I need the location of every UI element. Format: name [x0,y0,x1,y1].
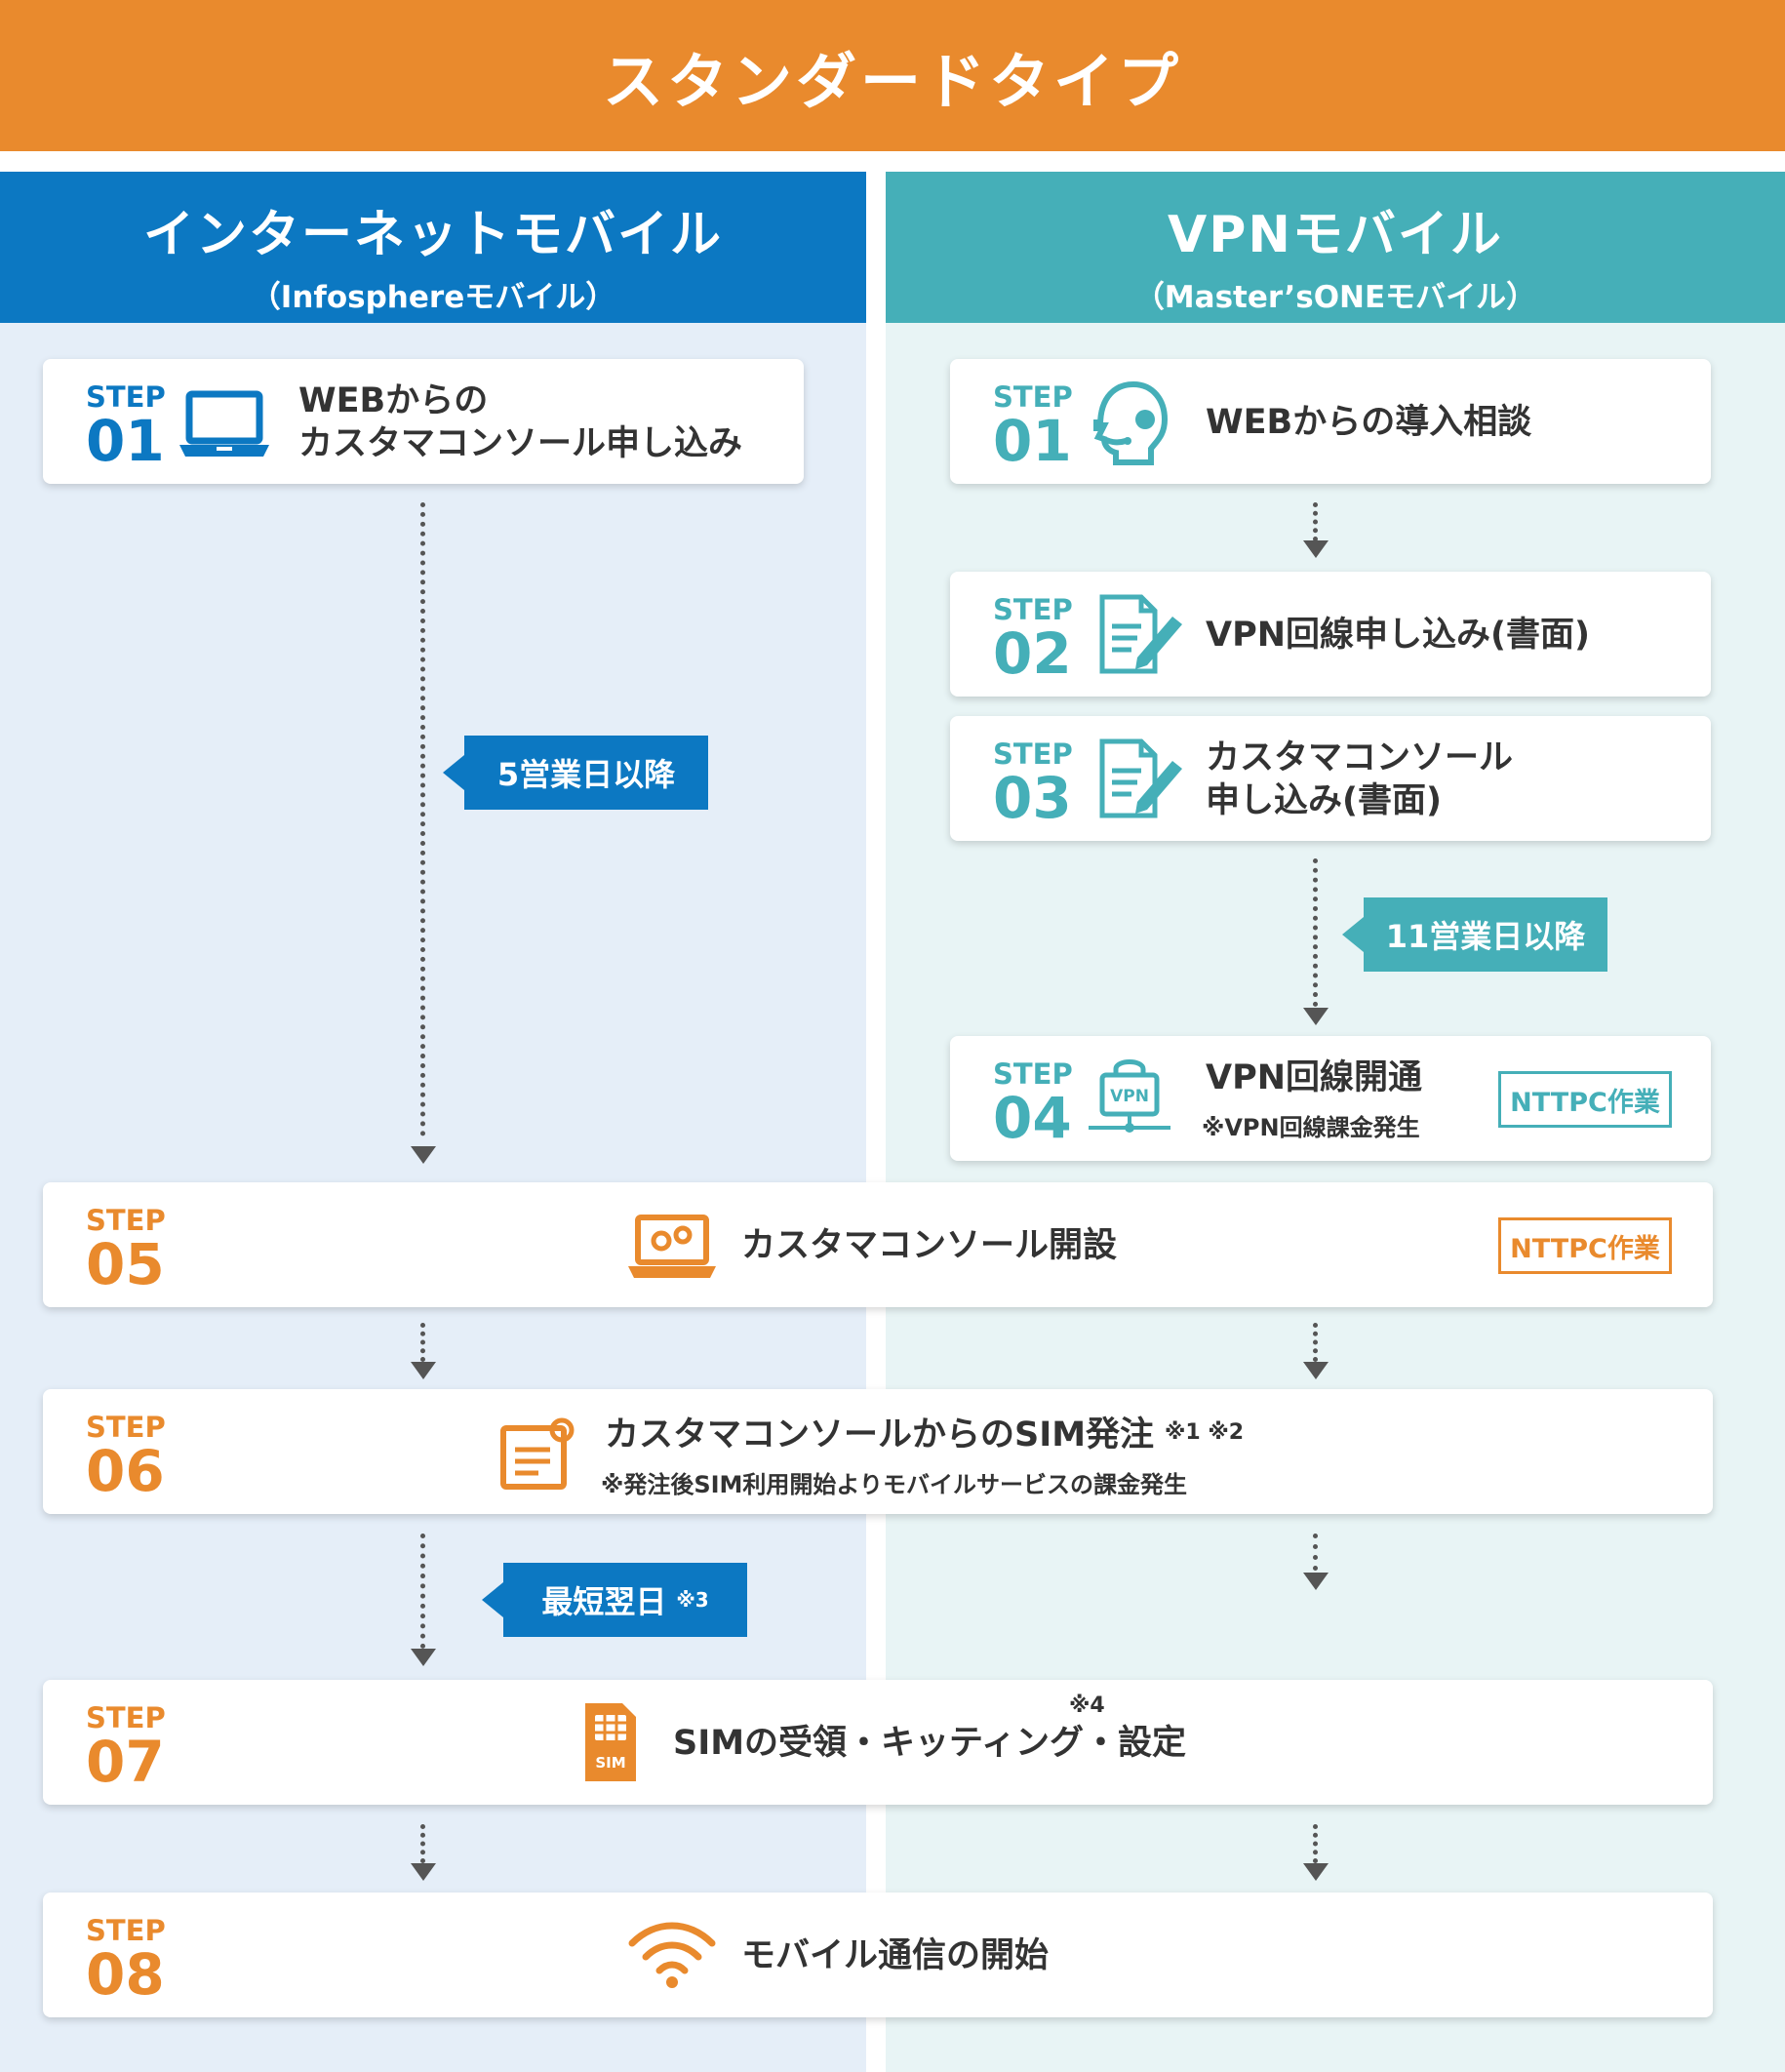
step-number: 08 [86,1941,165,2008]
left-column-title: インターネットモバイル [142,206,723,264]
step-text-line2: カスタマコンソール申し込み [298,424,743,463]
step-label: STEP [993,380,1073,414]
step-text-line1: カスタマコンソール [1206,738,1514,777]
step-07-card: STEP 07 SIM SIMの受領・キッティング・設定 ※4 [43,1680,1713,1805]
step-note: ※発注後SIM利用開始よりモバイルサービスの課金発生 [601,1471,1187,1498]
vpn-label: VPN [1110,1087,1149,1106]
step-number: 07 [86,1729,165,1795]
left-column-header: インターネットモバイル （Infosphereモバイル） [0,172,866,323]
step-label: STEP [86,1204,166,1237]
sim-card-icon: SIM [585,1703,636,1781]
step-text: モバイル通信の開始 [741,1936,1050,1975]
vpn-lock-icon: VPN [1089,1059,1170,1133]
footnote-marks: ※1 ※2 [1165,1420,1245,1445]
right-connector [1313,502,1318,541]
step-text-line1: WEBからの [298,381,489,420]
left-column-subtitle: （Infosphereモバイル） [250,280,616,315]
step-text: VPN回線申し込み(書面) [1206,616,1591,655]
arrow-down-icon [1303,540,1329,558]
nttpc-work-tag: NTTPC作業 [1498,1217,1672,1274]
left-step-01-card: STEP 01 WEBからの カスタマコンソール申し込み [43,359,804,484]
step-label: STEP [993,1057,1073,1091]
step-text: カスタマコンソールからのSIM発注 [605,1415,1155,1454]
step-08-card: STEP 08 モバイル通信の開始 [43,1893,1713,2017]
arrow-down-icon [411,1649,436,1666]
step-note: ※VPN回線課金発生 [1202,1114,1420,1141]
page-title: スタンダードタイプ [0,0,1785,151]
left-connector [420,1824,425,1863]
step-label: STEP [86,1701,166,1734]
step-number: 01 [993,408,1072,474]
arrow-down-icon [1303,1573,1329,1590]
callout-text: 11営業日以降 [1385,918,1586,955]
step-label: STEP [86,380,166,414]
right-connector [1313,1824,1318,1863]
document-pen-icon [1099,738,1182,818]
callout-text: 最短翌日 [541,1583,667,1620]
arrow-down-icon [411,1362,436,1379]
arrow-down-icon [1303,1863,1329,1881]
step-number: 03 [993,765,1072,831]
right-column-title: VPNモバイル [1168,206,1503,264]
right-step-02-card: STEP 02 VPN回線申し込み(書面) [950,572,1711,697]
step-text: SIMの受領・キッティング・設定 [673,1724,1186,1763]
step-number: 01 [86,408,165,474]
next-day-callout: 最短翌日 ※3 [482,1563,747,1637]
order-form-icon [500,1417,575,1490]
step-label: STEP [993,593,1073,626]
arrow-down-icon [411,1863,436,1881]
step-text: WEBからの導入相談 [1206,403,1532,442]
step-06-card: STEP 06 カスタマコンソールからのSIM発注 ※1 ※2 ※発注後SIM利… [43,1389,1713,1514]
right-connector [1313,1323,1318,1362]
left-connector [420,1534,425,1649]
step-text: カスタマコンソール開設 [741,1226,1118,1265]
sim-label: SIM [595,1754,625,1772]
step-label: STEP [993,737,1073,771]
callout-text: 5営業日以降 [496,756,676,793]
step-05-card: STEP 05 カスタマコンソール開設 NTTPC作業 [43,1182,1713,1307]
right-step-03-card: STEP 03 カスタマコンソール 申し込み(書面) [950,716,1711,841]
laptop-icon [179,390,269,457]
arrow-down-icon [1303,1362,1329,1379]
right-column-subtitle: （Master’sONEモバイル） [1133,280,1537,315]
right-step-04-card: STEP 04 VPN VPN回線開通 ※VPN回線課金発生 NTTPC作業 [950,1036,1711,1161]
document-pen-icon [1099,594,1182,674]
left-wait-callout: 5営業日以降 [443,736,708,810]
footnote-mark: ※4 [1069,1693,1105,1718]
step-text-line2: 申し込み(書面) [1206,781,1442,820]
step-text: VPN回線開通 [1206,1058,1423,1097]
right-step-01-card: STEP 01 WEBからの導入相談 [950,359,1711,484]
step-number: 05 [86,1231,165,1297]
step-label: STEP [86,1914,166,1947]
wifi-icon [628,1922,716,1988]
callout-footnote-mark: ※3 [676,1588,709,1612]
arrow-down-icon [1303,1008,1329,1025]
step-number: 02 [993,620,1072,687]
step-label: STEP [86,1411,166,1444]
laptop-gears-icon [628,1215,716,1278]
headset-icon [1093,380,1169,465]
right-column-header: VPNモバイル （Master’sONEモバイル） [886,172,1785,323]
right-connector [1313,858,1318,1007]
left-connector [420,1323,425,1362]
arrow-down-icon [411,1146,436,1164]
nttpc-work-tag: NTTPC作業 [1498,1071,1672,1128]
step-number: 04 [993,1085,1072,1151]
right-connector [1313,1534,1318,1571]
right-wait-callout: 11営業日以降 [1342,897,1607,972]
step-number: 06 [86,1438,165,1504]
left-connector [420,502,425,1136]
